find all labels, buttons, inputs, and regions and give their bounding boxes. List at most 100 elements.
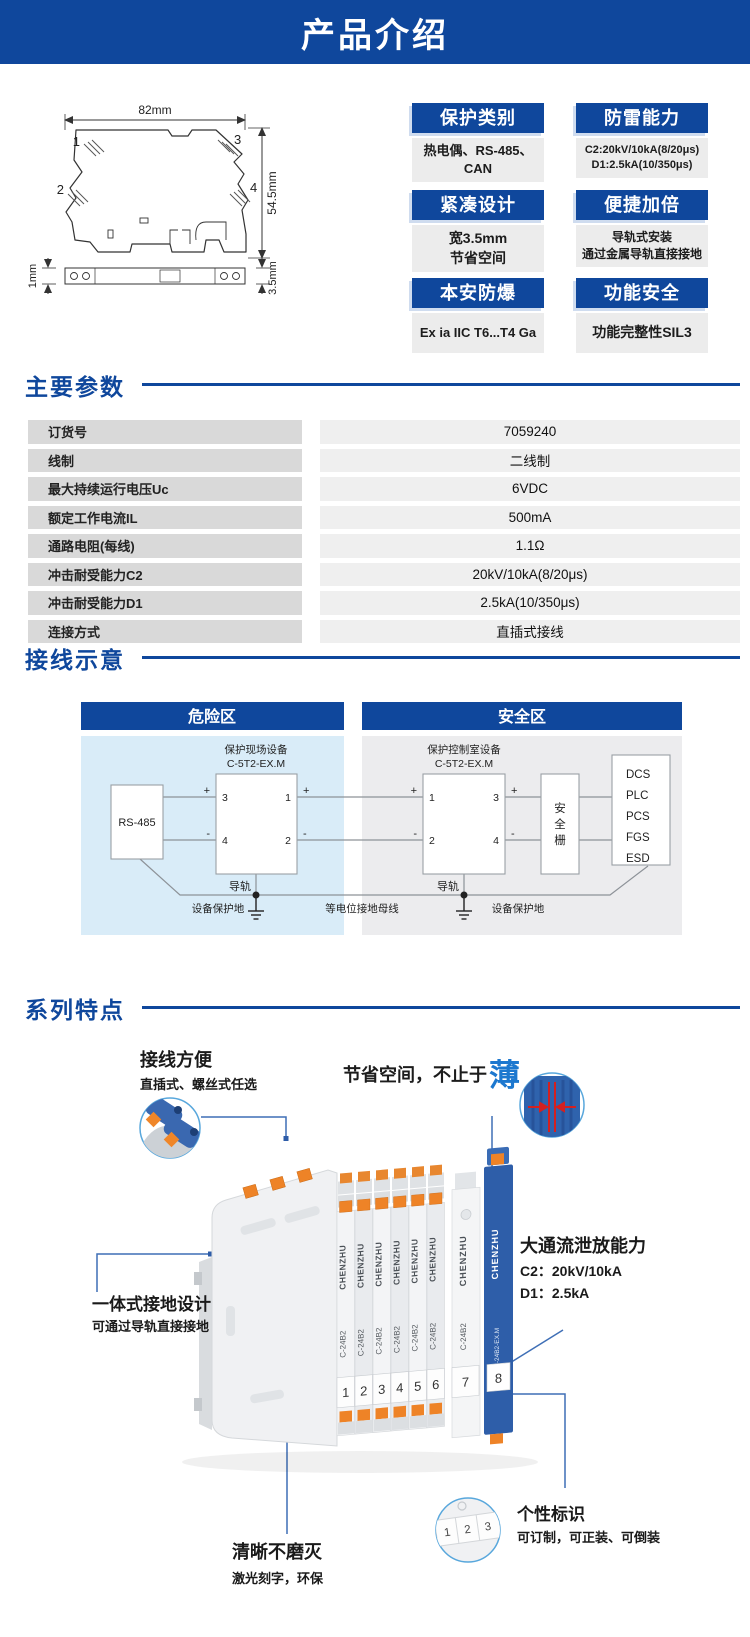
brand-label: CHENZHU <box>338 1244 348 1290</box>
system-pcs: PCS <box>626 811 650 823</box>
feature-card-line: 功能完整性SIL3 <box>592 324 692 341</box>
equipotential-bus-line <box>139 858 649 896</box>
brand-label: CHENZHU <box>428 1236 438 1282</box>
page-title-banner: 产品介绍 <box>0 0 750 64</box>
slot-number: 2 <box>360 1383 367 1399</box>
model-label: C-24B2 <box>393 1325 402 1353</box>
control-device-model: C-5T2-EX.M <box>435 758 493 770</box>
param-label: 冲击耐受能力D1 <box>28 591 302 615</box>
slot-number: 8 <box>495 1370 502 1386</box>
callout-ground-sub: 可通过导轨直接接地 <box>92 1319 210 1334</box>
inset-marking-tags: 1 2 3 <box>435 1497 501 1563</box>
module-inner-details <box>107 217 227 244</box>
number-strip: 1 2 3 4 5 6 <box>336 1368 445 1409</box>
polarity-plus: + <box>411 785 417 797</box>
polarity-plus: + <box>511 785 517 797</box>
callout-discharge-c2: C2：20kV/10kA <box>520 1263 622 1279</box>
polarity-plus: + <box>303 785 309 797</box>
param-label: 额定工作电流IL <box>28 505 302 529</box>
height-label: 54.5mm <box>265 171 279 214</box>
terminal-2-label: 2 <box>57 182 64 197</box>
param-value: 2.5kA(10/350μs) <box>320 591 740 615</box>
dimension-drawing: 82mm 1 2 3 4 54.5mm <box>27 103 279 295</box>
terminal-clip-icon <box>242 1167 313 1199</box>
table-row: 订货号 7059240 <box>28 420 740 444</box>
callout-marking-title: 清晰不磨灭 <box>232 1542 322 1562</box>
signal-wires <box>163 796 612 895</box>
feature-card-title: 紧凑设计 <box>412 190 544 220</box>
model-label: C-24B2 <box>459 1322 468 1350</box>
equipotential-bus-label: 等电位接地母线 <box>325 902 399 915</box>
feature-card-line: 导轨式安装 <box>611 230 672 244</box>
rs485-label: RS-485 <box>118 817 155 829</box>
barrier-char: 全 <box>554 817 566 831</box>
table-row: 最大持续运行电压Uc 6VDC <box>28 477 740 501</box>
param-label: 连接方式 <box>28 619 302 643</box>
control-device-label: 保护控制室设备 <box>427 743 501 756</box>
system-dcs: DCS <box>626 769 651 781</box>
series-section-title: 系列特点 <box>25 997 125 1023</box>
polarity-plus: + <box>204 785 210 797</box>
feature-card-line: C2:20kV/10kA(8/20μs) <box>584 143 700 156</box>
field-terminal-4: 4 <box>222 835 228 847</box>
callout-thin: 节省空间，不止于 薄 <box>343 1060 520 1091</box>
series-figure: CHENZHU C-24B2-EX.M 8 CHENZHU C-24B2 7 <box>96 1072 585 1563</box>
width-dimension <box>64 114 246 130</box>
feature-card-line: Ex ia IIC T6...T4 Ga <box>419 324 537 340</box>
thickness-dimension <box>42 258 56 294</box>
polarity-minus: - <box>511 828 515 840</box>
measure-arrows <box>528 1101 576 1113</box>
table-row: 连接方式 直插式接线 <box>28 619 740 643</box>
model-label: C-24B2 <box>357 1328 366 1356</box>
table-row: 冲击耐受能力D1 2.5kA(10/350μs) <box>28 591 740 615</box>
terminal-1-label: 1 <box>73 134 80 149</box>
slot-number: 7 <box>462 1374 469 1390</box>
wiring-diagram: 危险区 安全区 RS-485 保护现场设备 C-5T2-EX.M 3 1 4 2… <box>81 702 682 935</box>
module-outline <box>65 129 249 253</box>
ground-symbol <box>248 895 264 920</box>
polarity-minus: - <box>413 828 417 840</box>
polarity-minus: - <box>303 828 307 840</box>
feature-card-mounting: 便捷加倍 导轨式安装 通过金属导轨直接接地 <box>576 190 708 267</box>
callout-marking-sub: 激光刻字，环保 <box>232 1571 324 1586</box>
callout-id-sub: 可订制，可正装、可倒装 <box>517 1530 661 1545</box>
brand-label: CHENZHU <box>374 1241 384 1287</box>
feature-card-title: 保护类别 <box>412 103 544 133</box>
param-label: 最大持续运行电压Uc <box>28 477 302 501</box>
barrier-char: 安 <box>554 801 566 815</box>
feature-card-title: 功能安全 <box>576 278 708 308</box>
table-row: 额定工作电流IL 500mA <box>28 505 740 529</box>
model-label: C-24B2 <box>429 1322 438 1350</box>
field-device-model: C-5T2-EX.M <box>227 758 285 770</box>
protective-earth-left-label: 设备保护地 <box>192 902 245 915</box>
bottom-clip-row <box>338 1402 444 1435</box>
slot-number: 6 <box>432 1377 439 1393</box>
hazard-zone-label: 危险区 <box>188 707 236 726</box>
feature-card-line: 节省空间 <box>450 249 506 266</box>
feature-card-title: 便捷加倍 <box>576 190 708 220</box>
tag-number: 1 <box>443 1527 451 1540</box>
brand-label: CHENZHU <box>410 1238 420 1284</box>
field-terminal-3: 3 <box>222 792 228 804</box>
product-blue-module: CHENZHU C-24B2-EX.M 8 <box>484 1146 513 1445</box>
param-value: 直插式接线 <box>320 619 740 643</box>
field-device-label: 保护现场设备 <box>225 743 288 756</box>
ground-symbol <box>456 895 472 920</box>
field-terminal-2: 2 <box>285 835 291 847</box>
callout-discharge-title: 大通流泄放能力 <box>520 1236 646 1256</box>
feature-card-line: 通过金属导轨直接接地 <box>581 246 702 261</box>
control-terminal-4: 4 <box>493 835 499 847</box>
params-section-title: 主要参数 <box>25 374 125 400</box>
feature-card-title: 本安防爆 <box>412 278 544 308</box>
callout-wiring-easy-sub: 直插式、螺丝式任选 <box>140 1077 258 1092</box>
depth-label: 3.5mm <box>267 261 279 295</box>
bottom-view <box>64 267 246 285</box>
product-module-stack: CHENZHU C-24B2-EX.M 8 CHENZHU C-24B2 7 <box>336 1146 513 1445</box>
brand-label: CHENZHU <box>458 1235 468 1287</box>
callout-thin-title: 节省空间，不止于 <box>343 1065 487 1085</box>
height-dimension <box>248 127 270 259</box>
system-fgs: FGS <box>626 832 650 844</box>
terminal-clip-icon <box>339 1192 443 1213</box>
inset-terminal-closeup <box>139 1097 201 1159</box>
